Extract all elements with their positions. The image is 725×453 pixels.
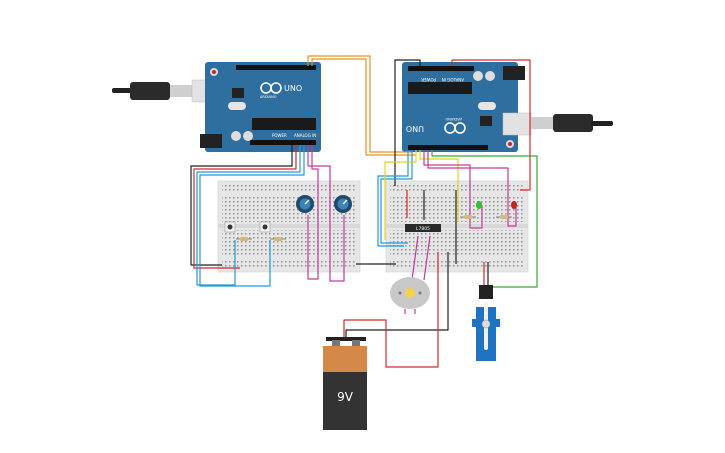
- wire-black[interactable]: [190, 145, 293, 266]
- analog-header-label: ANALOG IN: [442, 77, 464, 82]
- wire-red[interactable]: [193, 145, 297, 269]
- wire-blue[interactable]: [196, 145, 301, 286]
- resistor-icon: [240, 237, 248, 241]
- usb-cable-icon: [130, 82, 170, 100]
- wire-blue[interactable]: [380, 150, 413, 244]
- red-led[interactable]: [511, 201, 517, 209]
- digital-header: [408, 145, 488, 150]
- power-analog-header: [408, 66, 474, 71]
- board-model-label: UNO: [284, 84, 302, 93]
- green-led[interactable]: [476, 201, 482, 209]
- resistor-icon: [464, 215, 472, 219]
- power-header-label: POWER: [272, 133, 287, 138]
- pushbutton-2[interactable]: [259, 221, 271, 233]
- resistor-4[interactable]: [496, 215, 512, 219]
- usb-cable-right[interactable]: [502, 112, 613, 136]
- usb-cable-icon: [553, 114, 593, 132]
- resistor-1[interactable]: [236, 237, 252, 241]
- wire-blue[interactable]: [199, 145, 305, 287]
- pushbutton-icon: [262, 224, 268, 230]
- pushbutton-icon: [227, 224, 233, 230]
- breadboard-right[interactable]: [385, 180, 529, 273]
- regulator-label: L7805: [416, 226, 430, 232]
- resistor-icon: [274, 237, 282, 241]
- wire-red[interactable]: [451, 59, 531, 191]
- resistor-icon: [500, 215, 508, 219]
- battery-voltage-label: 9V: [337, 390, 354, 404]
- wires: [190, 55, 538, 368]
- wire-orange[interactable]: [311, 58, 416, 156]
- battery-9v[interactable]: 9V: [323, 337, 367, 430]
- wire-orange[interactable]: [307, 55, 412, 153]
- power-analog-header: [250, 140, 316, 145]
- wire-yellow[interactable]: [384, 150, 417, 240]
- voltage-regulator[interactable]: L7805: [405, 224, 441, 232]
- led-icon: [476, 201, 482, 209]
- board-model-label: UNO: [406, 124, 424, 133]
- dc-motor[interactable]: [390, 277, 430, 314]
- breadboard-left[interactable]: [217, 180, 361, 273]
- usb-cable-left[interactable]: [112, 79, 221, 103]
- wire-magenta[interactable]: [307, 145, 345, 282]
- digital-header: [236, 65, 316, 70]
- analog-header-label: ANALOG IN: [294, 133, 316, 138]
- wire-green[interactable]: [431, 150, 538, 288]
- wire-magenta[interactable]: [427, 150, 517, 227]
- board-brand-label: ARDUINO: [445, 117, 462, 121]
- wire-black[interactable]: [394, 59, 421, 186]
- wire-magenta[interactable]: [411, 235, 419, 281]
- arduino-right[interactable]: UNO ARDUINO POWER ANALOG IN: [402, 62, 525, 152]
- wire-blue[interactable]: [377, 150, 409, 247]
- resistor-2[interactable]: [270, 237, 286, 241]
- board-brand-label: ARDUINO: [260, 95, 277, 99]
- atmega-chip: [408, 82, 472, 94]
- wire-magenta[interactable]: [423, 150, 483, 229]
- potentiometer-1[interactable]: [296, 195, 314, 213]
- wire-yellow[interactable]: [419, 150, 459, 222]
- potentiometer-2[interactable]: [334, 195, 352, 213]
- resistor-3[interactable]: [460, 215, 476, 219]
- wire-red[interactable]: [343, 252, 439, 368]
- wire-black[interactable]: [345, 252, 449, 340]
- arduino-left[interactable]: UNO ARDUINO POWER ANALOG IN: [200, 62, 321, 152]
- power-header-label: POWER: [421, 77, 436, 82]
- servo-motor[interactable]: [472, 285, 500, 361]
- power-jack: [200, 134, 222, 148]
- pushbutton-1[interactable]: [224, 221, 236, 233]
- power-jack: [503, 66, 525, 80]
- wire-magenta[interactable]: [307, 145, 319, 280]
- atmega-chip: [252, 118, 316, 130]
- wire-magenta[interactable]: [423, 235, 431, 281]
- led-icon: [511, 201, 517, 209]
